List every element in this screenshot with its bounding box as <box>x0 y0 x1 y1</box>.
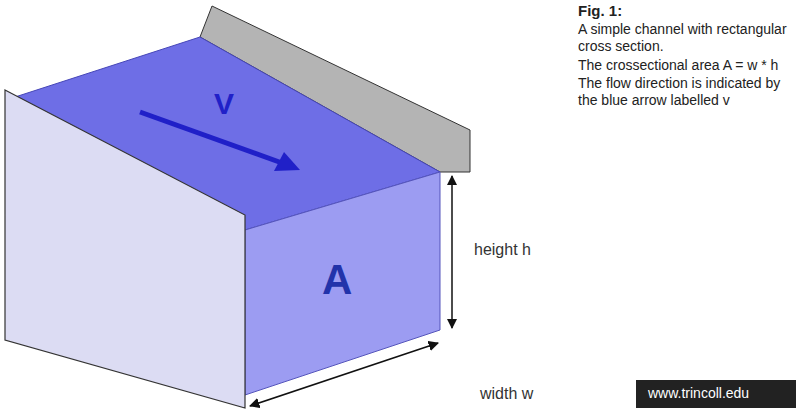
flow-arrowhead <box>274 152 300 171</box>
area-label: A <box>322 255 352 305</box>
width-dimension <box>250 343 438 406</box>
width-label: width w <box>480 384 533 403</box>
cross-section-face <box>245 172 440 395</box>
watermark-band <box>636 380 796 408</box>
caption-line: The flow direction is indicated by the b… <box>578 75 793 109</box>
flow-arrow <box>140 112 282 163</box>
figure-title: Fig. 1: <box>578 2 622 20</box>
watermark: www.trincoll.edu <box>648 385 749 402</box>
caption-line: A simple channel with rectangular cross … <box>578 21 793 55</box>
height-dimension <box>451 176 453 328</box>
height-label: height h <box>474 240 531 259</box>
caption-line: The crossectional area A = w * h <box>578 57 793 74</box>
velocity-label: V <box>214 86 234 122</box>
